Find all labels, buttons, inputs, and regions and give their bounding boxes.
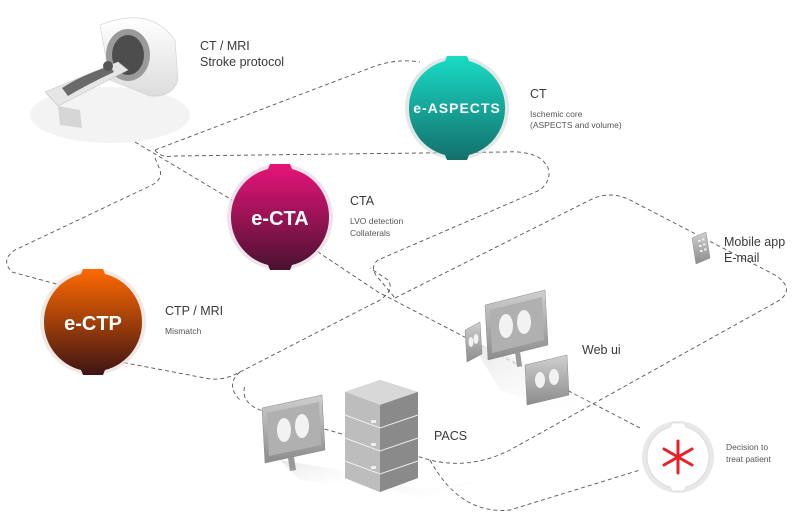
- ecta-badge: e-CTA: [227, 164, 333, 270]
- server-stack-icon: [344, 380, 480, 500]
- ct-scanner-icon: [30, 17, 190, 143]
- connector-pacs-left: [232, 371, 241, 401]
- decision-asterisk-icon: [642, 421, 714, 493]
- mobile-line-1: Mobile app: [724, 235, 785, 249]
- scanner-subtitle: Stroke protocol: [200, 55, 284, 69]
- connector-ectp-left: [6, 157, 161, 286]
- easpects-line-2: (ASPECTS and volume): [530, 120, 622, 130]
- pacs-label: PACS: [434, 429, 467, 443]
- ecta-title: CTA: [350, 194, 375, 208]
- connector-scanner-ecta: [134, 141, 233, 201]
- ecta-line-1: LVO detection: [350, 216, 404, 226]
- scanner-title: CT / MRI: [200, 39, 250, 53]
- ectp-title: CTP / MRI: [165, 304, 223, 318]
- ectp-line-1: Mismatch: [165, 326, 202, 336]
- web-ui-label: Web ui: [582, 343, 621, 357]
- easpects-line-1: Ischemic core: [530, 109, 583, 119]
- mobile-phone-icon: [691, 231, 711, 265]
- web-ui-monitor-icon: [464, 289, 600, 410]
- easpects-badge: e-ASPECTS: [405, 56, 509, 160]
- ecta-line-2: Collaterals: [350, 228, 390, 238]
- connector-aspects-loop: [154, 149, 550, 299]
- connector-ectp-right: [109, 267, 391, 380]
- decision-line-1: Decision to: [726, 442, 768, 452]
- decision-line-2: treat patient: [726, 454, 772, 464]
- connector-outer-loop: [243, 194, 787, 464]
- connector-pacs-decision: [429, 459, 641, 511]
- mobile-line-2: E-mail: [724, 251, 759, 265]
- ectp-badge: e-CTP: [40, 269, 146, 375]
- easpects-label: e-ASPECTS: [413, 100, 501, 116]
- ectp-label: e-CTP: [64, 313, 122, 335]
- easpects-title: CT: [530, 87, 547, 101]
- connector-scanner-top: [154, 60, 421, 151]
- ecta-label: e-CTA: [251, 208, 308, 230]
- pacs-monitor-icon: [261, 394, 360, 490]
